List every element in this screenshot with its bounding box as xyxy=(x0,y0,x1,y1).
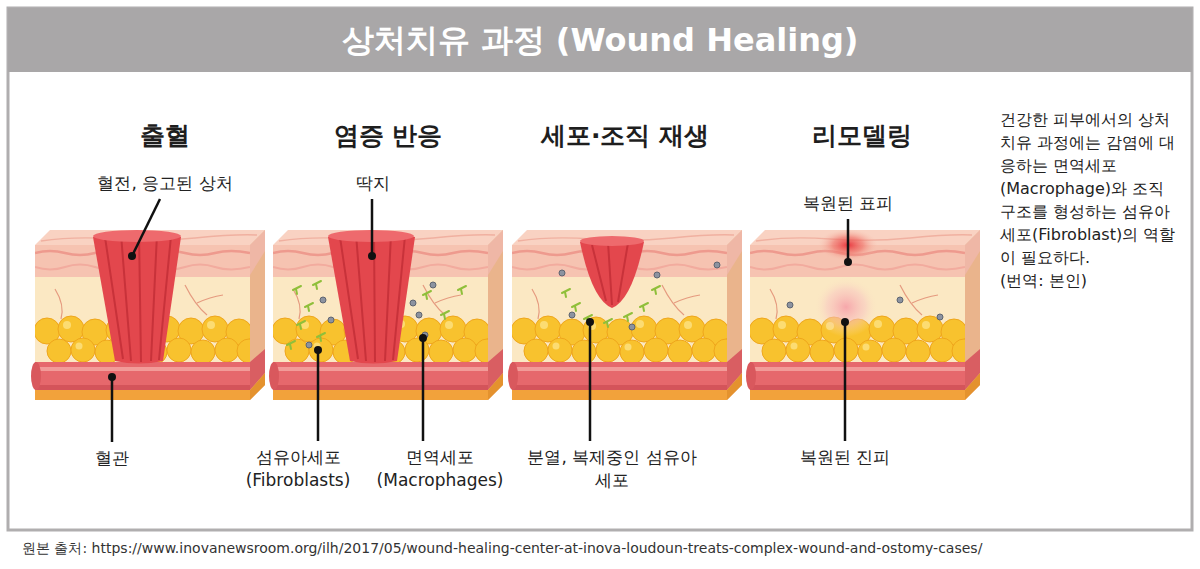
callout-label-box: 혈관 xyxy=(72,447,152,470)
stage-panel: 염증 반응 xyxy=(270,120,506,152)
callout-label-box: 복원된 표피 xyxy=(778,192,918,215)
callout-label-box: 혈전, 응고된 상처 xyxy=(65,172,265,195)
title-box: 상처치유 과정 (Wound Healing) xyxy=(8,20,1192,60)
title: 상처치유 과정 (Wound Healing) xyxy=(8,20,1192,60)
callout-label: 딱지 xyxy=(333,172,413,195)
callout-label-box: 섬유아세포 (Fibroblasts) xyxy=(228,446,368,492)
callout-label: 복원된 진피 xyxy=(775,446,915,469)
stage-heading: 세포·조직 재생 xyxy=(507,120,743,152)
callout-label: 섬유아세포 (Fibroblasts) xyxy=(228,446,368,492)
stage-heading: 출혈 xyxy=(47,120,283,152)
stage-panel: 세포·조직 재생 xyxy=(507,120,743,152)
callout-label-box: 면역세포 (Macrophages) xyxy=(365,446,515,492)
side-note-box: (번역: 본인) xyxy=(1000,269,1182,292)
callout-label-box: 분열, 복제중인 섬유아세포 xyxy=(527,446,697,492)
stage-panel: 리모델링 xyxy=(744,120,980,152)
callout-label-box: 복원된 진피 xyxy=(775,446,915,469)
side-note-box: 건강한 피부에서의 상처 치유 과정에는 감염에 대응하는 면역세포(Macro… xyxy=(1000,108,1182,269)
callout-label: 분열, 복제중인 섬유아세포 xyxy=(527,446,697,492)
callout-label: 혈관 xyxy=(72,447,152,470)
callout-label-box: 딱지 xyxy=(333,172,413,195)
leader-lines xyxy=(112,199,848,442)
caption: 원본 출처: https://www.inovanewsroom.org/ilh… xyxy=(22,538,982,558)
side-note: 건강한 피부에서의 상처 치유 과정에는 감염에 대응하는 면역세포(Macro… xyxy=(1000,108,1182,269)
stage-heading: 리모델링 xyxy=(744,120,980,152)
callout-label: 복원된 표피 xyxy=(778,192,918,215)
stage-heading: 염증 반응 xyxy=(270,120,506,152)
callout-label: 면역세포 (Macrophages) xyxy=(365,446,515,492)
stage-panel: 출혈 xyxy=(47,120,283,152)
callout-label: 혈전, 응고된 상처 xyxy=(65,172,265,195)
leader-dots xyxy=(108,252,852,381)
side-note: (번역: 본인) xyxy=(1000,269,1182,292)
caption-box: 원본 출처: https://www.inovanewsroom.org/ilh… xyxy=(22,538,982,558)
